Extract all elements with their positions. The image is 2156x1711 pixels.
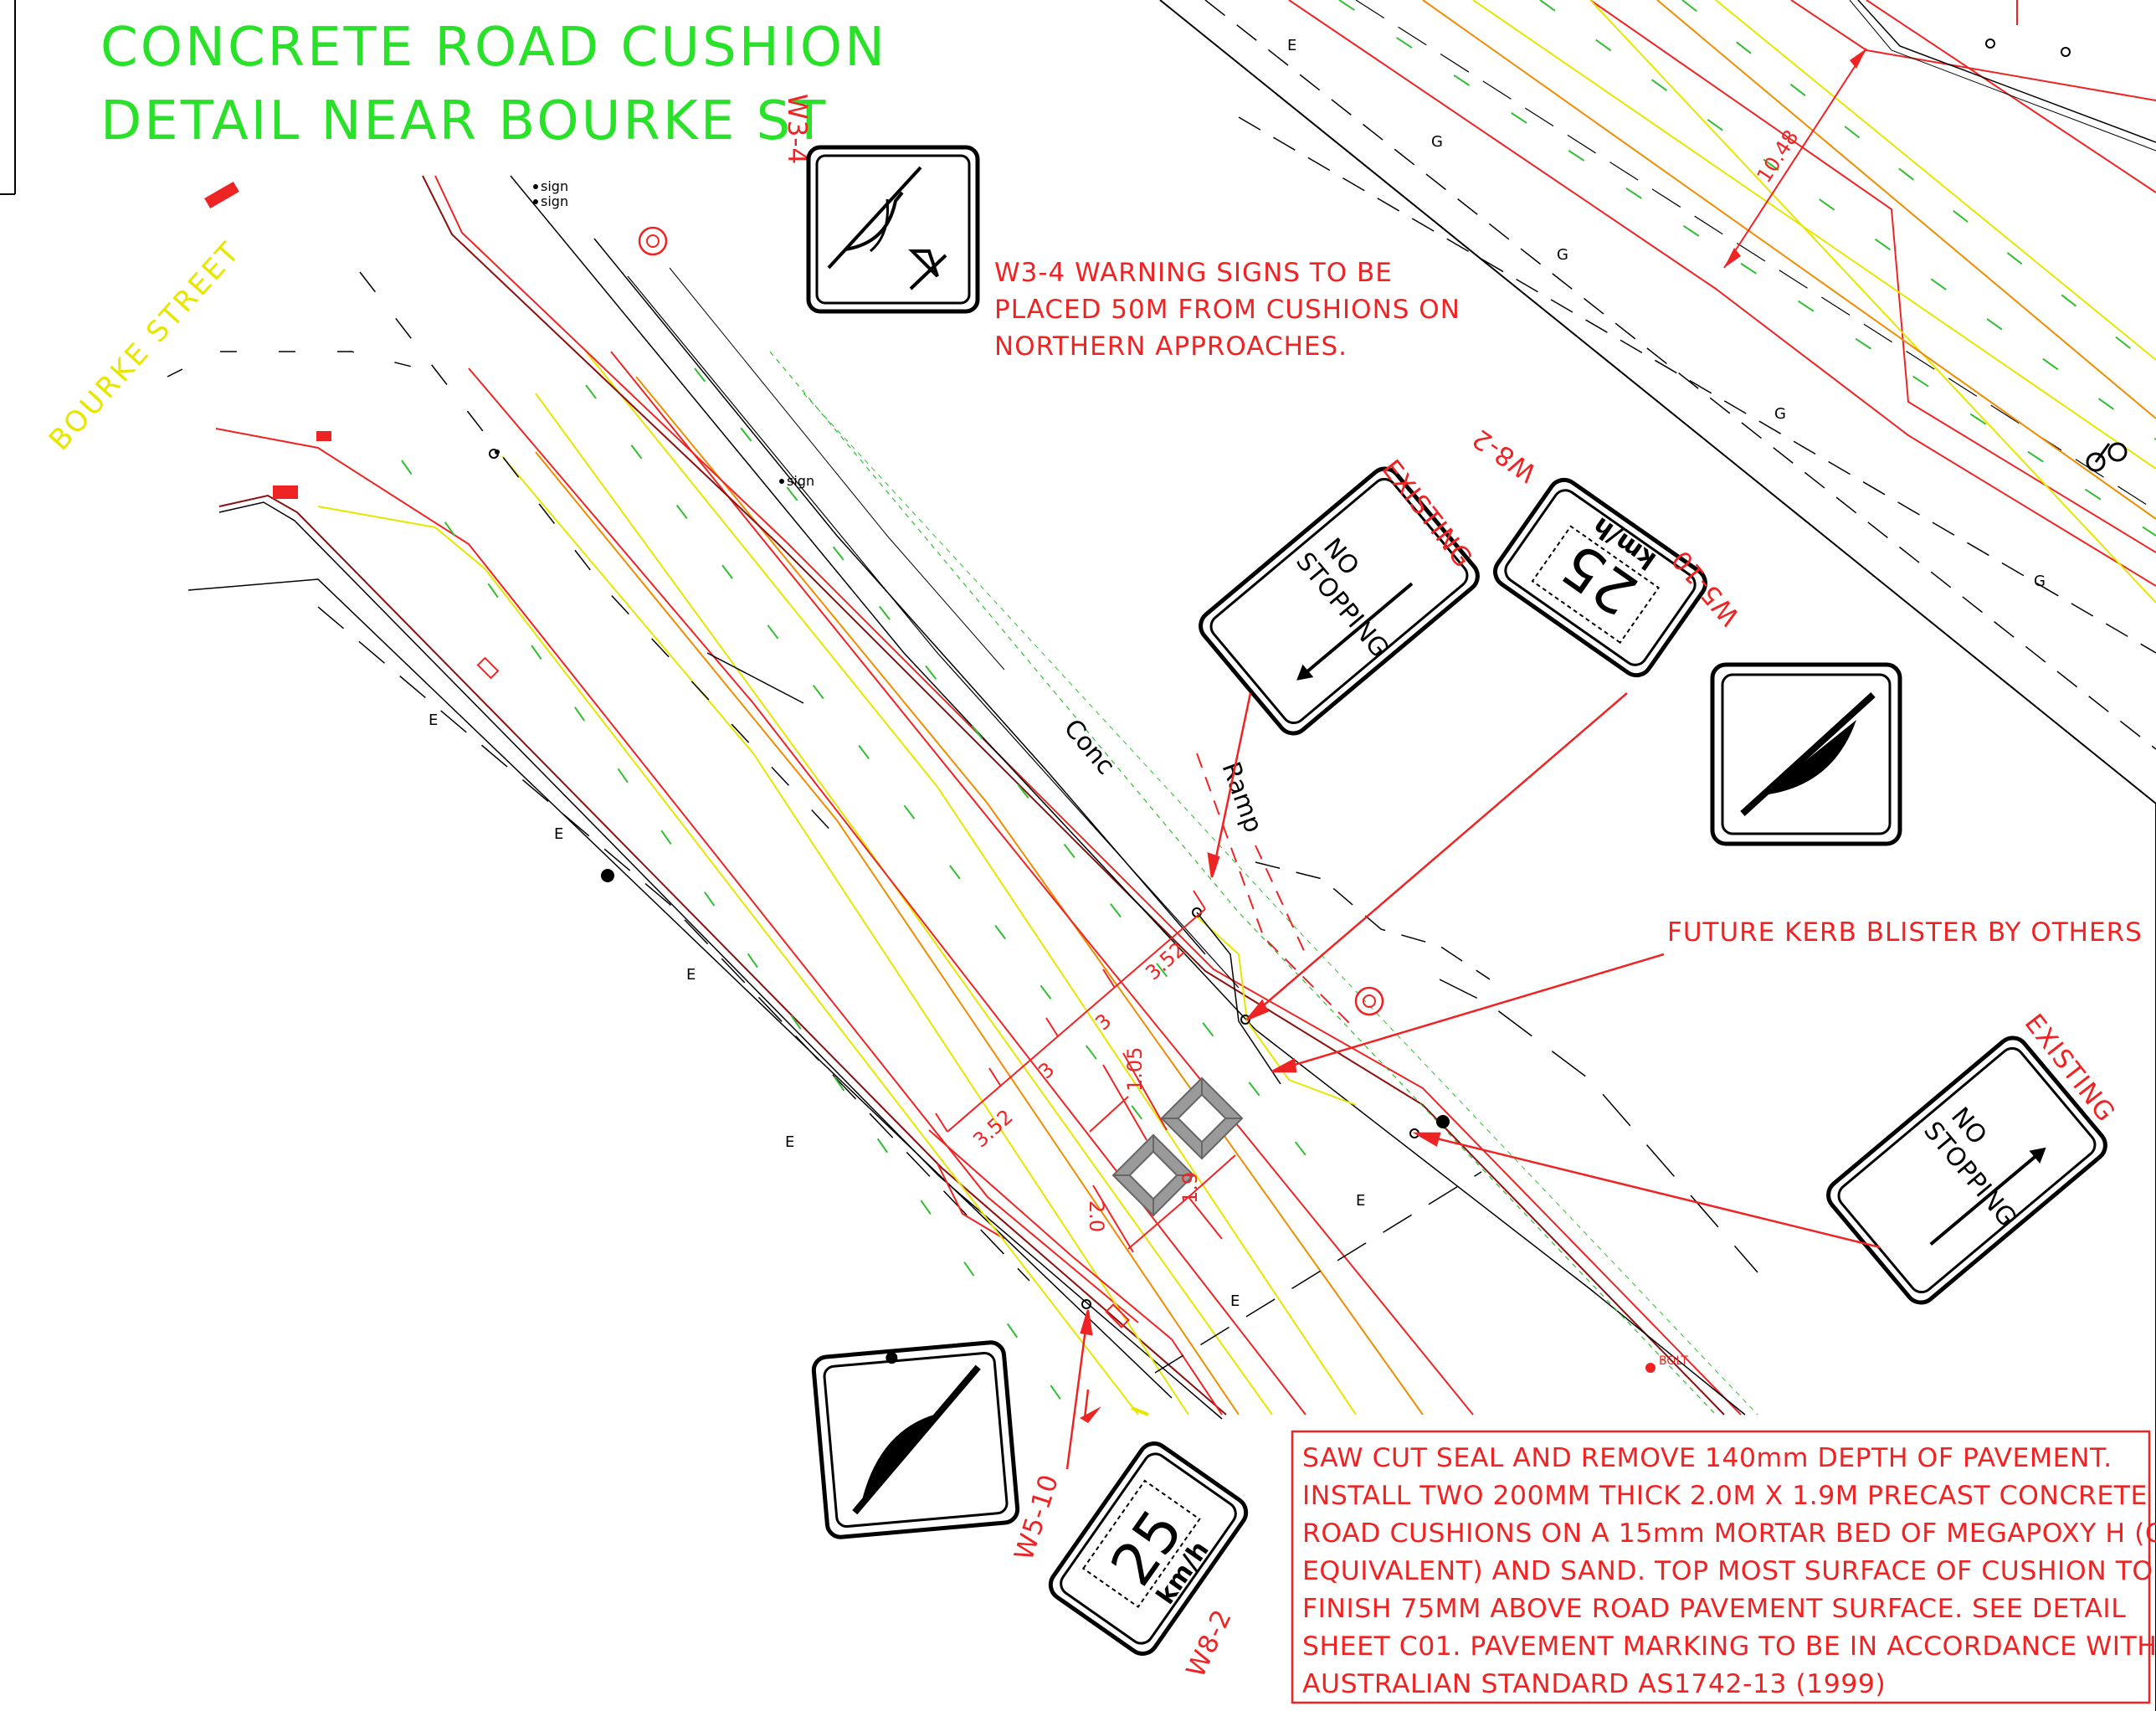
misc-red-marks	[1080, 1406, 1149, 1423]
svg-text:E: E	[554, 825, 563, 843]
svg-text:G: G	[1557, 246, 1568, 264]
svg-text:G: G	[1774, 405, 1786, 423]
svg-text:SHEET C01. PAVEMENT MARKING: SHEET C01. PAVEMENT MARKING TO BE IN ACC…	[1302, 1631, 2156, 1662]
w8-2-code-top: W8-2	[1466, 423, 1543, 488]
tree-icons	[638, 226, 1384, 1016]
svg-text:ROAD CUSHIONS ON A 15mm MORTAR: ROAD CUSHIONS ON A 15mm MORTAR BED OF ME…	[1302, 1518, 2156, 1549]
svg-text:sign: sign	[541, 178, 568, 194]
lane-dimension-chain	[935, 890, 1236, 1253]
road-cushion-1	[1111, 1133, 1195, 1217]
drawing-title-line1: CONCRETE ROAD CUSHION	[100, 17, 887, 79]
main-road	[167, 175, 1758, 1420]
svg-text:G: G	[2034, 573, 2046, 590]
w8-2-code-bottom: W8-2	[1181, 1605, 1239, 1683]
svg-text:PLACED 50M FROM CUSHIONS ON: PLACED 50M FROM CUSHIONS ON	[994, 295, 1460, 325]
svg-text:EQUIVALENT) AND SAND. TOP MOST: EQUIVALENT) AND SAND. TOP MOST SURFACE O…	[1302, 1556, 2153, 1586]
svg-text:E: E	[429, 712, 438, 729]
sign-labels: sign sign sign	[533, 178, 814, 489]
svg-text:AUSTRALIAN STANDARD AS1742-13: AUSTRALIAN STANDARD AS1742-13 (1999)	[1302, 1669, 1886, 1699]
svg-text:E: E	[1287, 37, 1296, 54]
svg-text:W3-4 WARNING SIGNS TO BE: W3-4 WARNING SIGNS TO BE	[994, 258, 1393, 288]
bicycle-icon	[2086, 442, 2128, 472]
dim-lane-b: 3	[1034, 1057, 1059, 1083]
dim-lane-c: 3	[1091, 1009, 1116, 1035]
road-cushion-2	[1160, 1076, 1244, 1160]
main-note-box: SAW CUT SEAL AND REMOVE 140mm DEPTH OF P…	[1291, 1430, 2156, 1704]
svg-text:SAW CUT SEAL AND REMOVE 140mm: SAW CUT SEAL AND REMOVE 140mm DEPTH OF P…	[1302, 1443, 2112, 1473]
pole-marker	[1436, 1115, 1450, 1128]
svg-text:E: E	[686, 966, 696, 984]
w5-10-sign-right	[1710, 662, 1902, 846]
leader-lines	[1065, 692, 1881, 1470]
svg-text:FINISH 75MM ABOVE ROAD PAVEMEN: FINISH 75MM ABOVE ROAD PAVEMENT SURFACE.…	[1302, 1594, 2126, 1624]
pole-marker	[601, 869, 614, 882]
dim-lane-d: 3.52	[1141, 938, 1189, 985]
kerb-blister-note: FUTURE KERB BLISTER BY OTHERS	[1667, 917, 2143, 948]
svg-text:E: E	[1230, 1292, 1240, 1310]
speed-sign-top: 25 km/h	[1493, 477, 1707, 678]
drawing-title-line2: DETAIL NEAR BOURKE ST	[100, 90, 828, 152]
svg-text:INSTALL TWO 200MM THICK 2.0M X: INSTALL TWO 200MM THICK 2.0M X 1.9M PREC…	[1302, 1481, 2148, 1511]
svg-text:sign: sign	[787, 473, 814, 489]
svg-text:E: E	[785, 1133, 794, 1151]
dim-cushion-gap: 1.05	[1123, 1047, 1147, 1092]
dim-cushion-width: 1.9	[1178, 1172, 1202, 1204]
w3-4-sign	[806, 145, 980, 314]
svg-text:G: G	[1431, 133, 1443, 151]
bolt-label: BOLT	[1659, 1354, 1688, 1368]
w3-4-note: W3-4 WARNING SIGNS TO BE PLACED 50M FROM…	[994, 258, 1460, 362]
w3-4-code: W3-4	[782, 94, 812, 165]
pit-markers	[204, 181, 1130, 1328]
bourke-street-label: BOURKE STREET	[43, 234, 248, 457]
w5-10-sign-bottom	[811, 1340, 1020, 1539]
dim-cushion-length: 2.0	[1085, 1200, 1108, 1232]
svg-text:sign: sign	[541, 193, 568, 209]
conc-label: Conc	[1058, 714, 1121, 781]
no-stopping-sign-top: NO STOPPING	[1199, 466, 1480, 736]
svg-text:E: E	[1356, 1192, 1365, 1210]
svg-text:NORTHERN APPROACHES.: NORTHERN APPROACHES.	[994, 331, 1348, 362]
bolt-marker	[1645, 1363, 1656, 1373]
